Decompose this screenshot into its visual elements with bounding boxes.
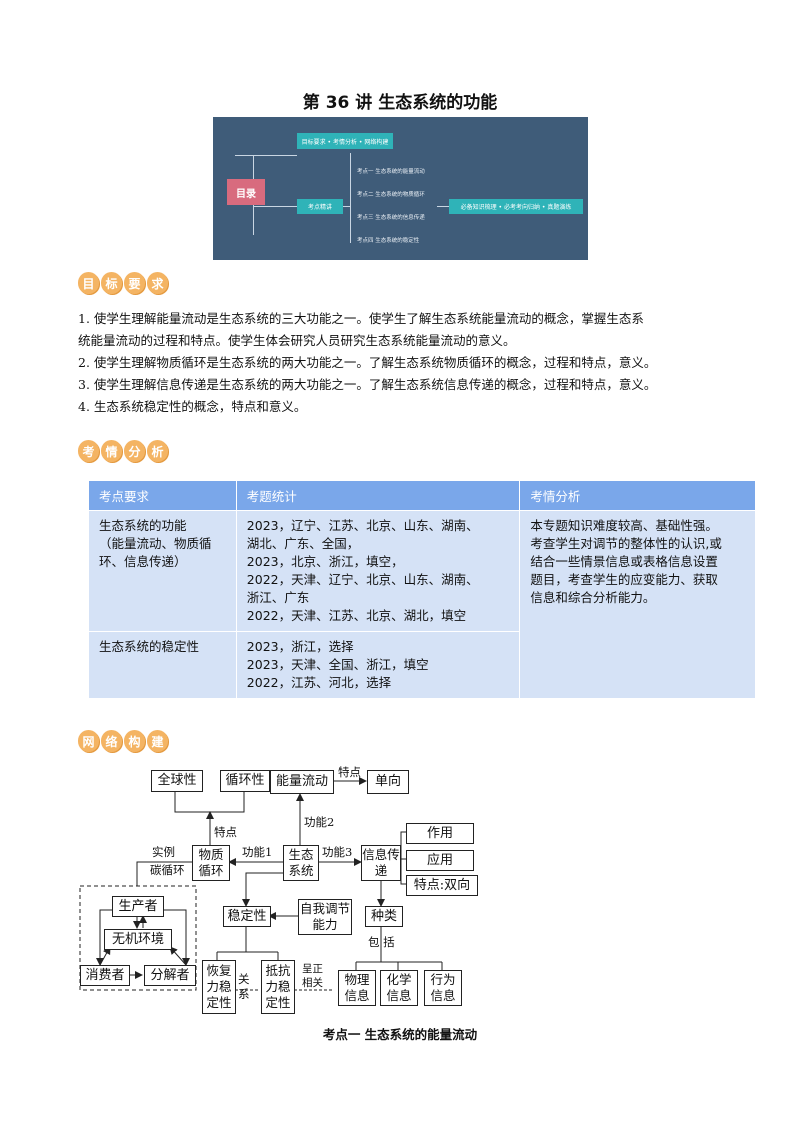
- goal-line: 1. 使学生理解能量流动是生态系统的三大功能之一。使学生了解生态系统能量流动的概…: [78, 311, 644, 326]
- toc-banner: 目录 目标要求 • 考情分析 • 网络构建 考点精讲 考点一 生态系统的能量流动…: [213, 117, 588, 260]
- cell-line: 2022，天津、辽宁、北京、山东、湖南、: [246, 572, 479, 587]
- node-cycle: 循环性: [220, 770, 270, 792]
- cell-line: 2022，江苏、河北，选择: [246, 675, 392, 690]
- label-function-3: 功能3: [322, 845, 353, 859]
- toc-connector: [235, 155, 297, 156]
- badge-char: 标: [101, 272, 122, 294]
- cell-line: 湖北、广东、全国，: [246, 536, 360, 551]
- analysis-table: 考点要求 考题统计 考情分析 生态系统的功能 （能量流动、物质循 环、信息传递）…: [88, 480, 756, 699]
- cell-line: 2023，北京、浙江，填空，: [246, 554, 404, 569]
- badge-char: 构: [124, 730, 145, 752]
- toc-connector: [253, 206, 297, 207]
- badge-char: 分: [124, 440, 145, 462]
- toc-connector: [437, 206, 449, 207]
- cell-line: 题目，考查学生的应变能力、获取: [530, 572, 718, 587]
- section-badge-goals: 目 标 要 求: [78, 272, 168, 296]
- cell-line: 考查学生对调节的整体性的认识,或: [530, 536, 722, 551]
- badge-char: 要: [124, 272, 145, 294]
- section-badge-network: 网 络 构 建: [78, 730, 168, 754]
- node-chemical-info: 化学信息: [380, 970, 418, 1006]
- table-header: 考情分析: [519, 480, 756, 511]
- label-function-2: 功能2: [304, 815, 335, 829]
- badge-char: 络: [101, 730, 122, 752]
- cell-line: 2023，浙江，选择: [246, 639, 354, 654]
- node-ecosystem: 生态系统: [283, 845, 319, 881]
- node-function: 作用: [406, 823, 474, 844]
- node-behavior-info: 行为信息: [424, 970, 462, 1006]
- page-title: 第 36 讲 生态系统的功能: [302, 93, 498, 113]
- goals-text: 1. 使学生理解能量流动是生态系统的三大功能之一。使学生了解生态系统能量流动的概…: [78, 308, 728, 418]
- node-resistance-stability: 抵抗力稳定性: [261, 960, 295, 1014]
- node-application: 应用: [406, 850, 474, 871]
- badge-char: 考: [78, 440, 99, 462]
- label-example: 实例: [152, 845, 175, 859]
- badge-char: 析: [147, 440, 168, 462]
- cell-line: 2023，辽宁、江苏、北京、山东、湖南、: [246, 518, 479, 533]
- toc-connector: [350, 153, 351, 243]
- goal-line: 4. 生态系统稳定性的概念，特点和意义。: [78, 399, 307, 414]
- toc-item: 考点四 生态系统的稳定性: [357, 238, 420, 244]
- node-material-cycle: 物质循环: [192, 845, 230, 881]
- table-cell-stats: 2023，辽宁、江苏、北京、山东、湖南、 湖北、广东、全国， 2023，北京、浙…: [235, 510, 521, 632]
- cell-line: 环、信息传递）: [99, 554, 187, 569]
- node-physical-info: 物理信息: [338, 970, 376, 1006]
- toc-root: 目录: [227, 179, 265, 205]
- node-global: 全球性: [151, 770, 203, 792]
- badge-char: 网: [78, 730, 99, 752]
- label-relation: 关系: [238, 972, 250, 1001]
- node-inorganic-environment: 无机环境: [104, 929, 172, 950]
- toc-item: 考点一 生态系统的能量流动: [357, 169, 425, 175]
- toc-item: 考点二 生态系统的物质循环: [357, 192, 425, 198]
- goal-line: 2. 使学生理解物质循环是生态系统的两大功能之一。了解生态系统物质循环的概念，过…: [78, 355, 657, 370]
- node-self-regulation: 自我调节能力: [298, 899, 352, 935]
- cell-line: 信息和综合分析能力。: [530, 590, 656, 605]
- label-function-1: 功能1: [242, 845, 273, 859]
- node-oneway: 单向: [367, 770, 409, 794]
- toc-branch-goals: 目标要求 • 考情分析 • 网络构建: [297, 133, 393, 149]
- node-feature-two-way: 特点:双向: [406, 875, 478, 896]
- node-decomposer: 分解者: [144, 965, 196, 986]
- table-cell-requirement: 生态系统的稳定性: [88, 631, 237, 699]
- label-negative-correlation: 呈正相关: [302, 963, 323, 989]
- section-subtitle: 考点一 生态系统的能量流动: [322, 1027, 478, 1042]
- badge-char: 求: [147, 272, 168, 294]
- table-header: 考题统计: [235, 480, 521, 511]
- label-include: 包 括: [368, 935, 395, 949]
- toc-branch-points: 考点精讲: [297, 199, 343, 214]
- node-stability: 稳定性: [223, 906, 271, 927]
- cell-line: 2023，天津、全国、浙江，填空: [246, 657, 429, 672]
- table-cell-stats: 2023，浙江，选择 2023，天津、全国、浙江，填空 2022，江苏、河北，选…: [235, 631, 521, 699]
- node-energy-flow: 能量流动: [270, 770, 334, 794]
- toc-connector: [343, 206, 351, 207]
- cell-line: 结合一些情景信息或表格信息设置: [530, 554, 718, 569]
- node-consumer: 消费者: [80, 965, 130, 986]
- label-carbon-cycle: 碳循环: [150, 863, 185, 877]
- goal-line: 3. 使学生理解信息传递是生态系统的两大功能之一。了解生态系统信息传递的概念，过…: [78, 377, 657, 392]
- toc-right-box: 必备知识梳理 • 必考考向归纳 • 真题演练: [449, 199, 583, 214]
- table-row: 生态系统的稳定性 2023，浙江，选择 2023，天津、全国、浙江，填空 202…: [88, 631, 756, 699]
- badge-char: 情: [101, 440, 122, 462]
- node-kinds: 种类: [365, 906, 403, 927]
- table-cell-requirement: 生态系统的功能 （能量流动、物质循 环、信息传递）: [88, 510, 237, 632]
- cell-line: 浙江、广东: [246, 590, 310, 605]
- cell-line: 生态系统的稳定性: [99, 639, 200, 654]
- table-cell-analysis: 本专题知识难度较高、基础性强。 考查学生对调节的整体性的认识,或 结合一些情景信…: [519, 510, 756, 699]
- node-recovery-stability: 恢复力稳定性: [202, 960, 236, 1014]
- section-badge-analysis: 考 情 分 析: [78, 440, 168, 464]
- node-info-transfer: 信息传递: [361, 845, 401, 881]
- goal-line: 统能量流动的过程和特点。使学生体会研究人员研究生态系统能量流动的意义。: [78, 333, 516, 348]
- label-feature: 特点: [338, 765, 361, 779]
- toc-item: 考点三 生态系统的信息传递: [357, 215, 425, 221]
- cell-line: 2022，天津、江苏、北京、湖北，填空: [246, 608, 467, 623]
- badge-char: 目: [78, 272, 99, 294]
- node-producer: 生产者: [112, 896, 164, 917]
- table-row: 生态系统的功能 （能量流动、物质循 环、信息传递） 2023，辽宁、江苏、北京、…: [88, 510, 756, 699]
- cell-line: 生态系统的功能: [99, 518, 187, 533]
- cell-line: 本专题知识难度较高、基础性强。: [530, 518, 718, 533]
- label-feature: 特点: [214, 825, 237, 839]
- table-header-row: 考点要求 考题统计 考情分析: [88, 480, 756, 511]
- badge-char: 建: [147, 730, 168, 752]
- cell-line: （能量流动、物质循: [99, 536, 212, 551]
